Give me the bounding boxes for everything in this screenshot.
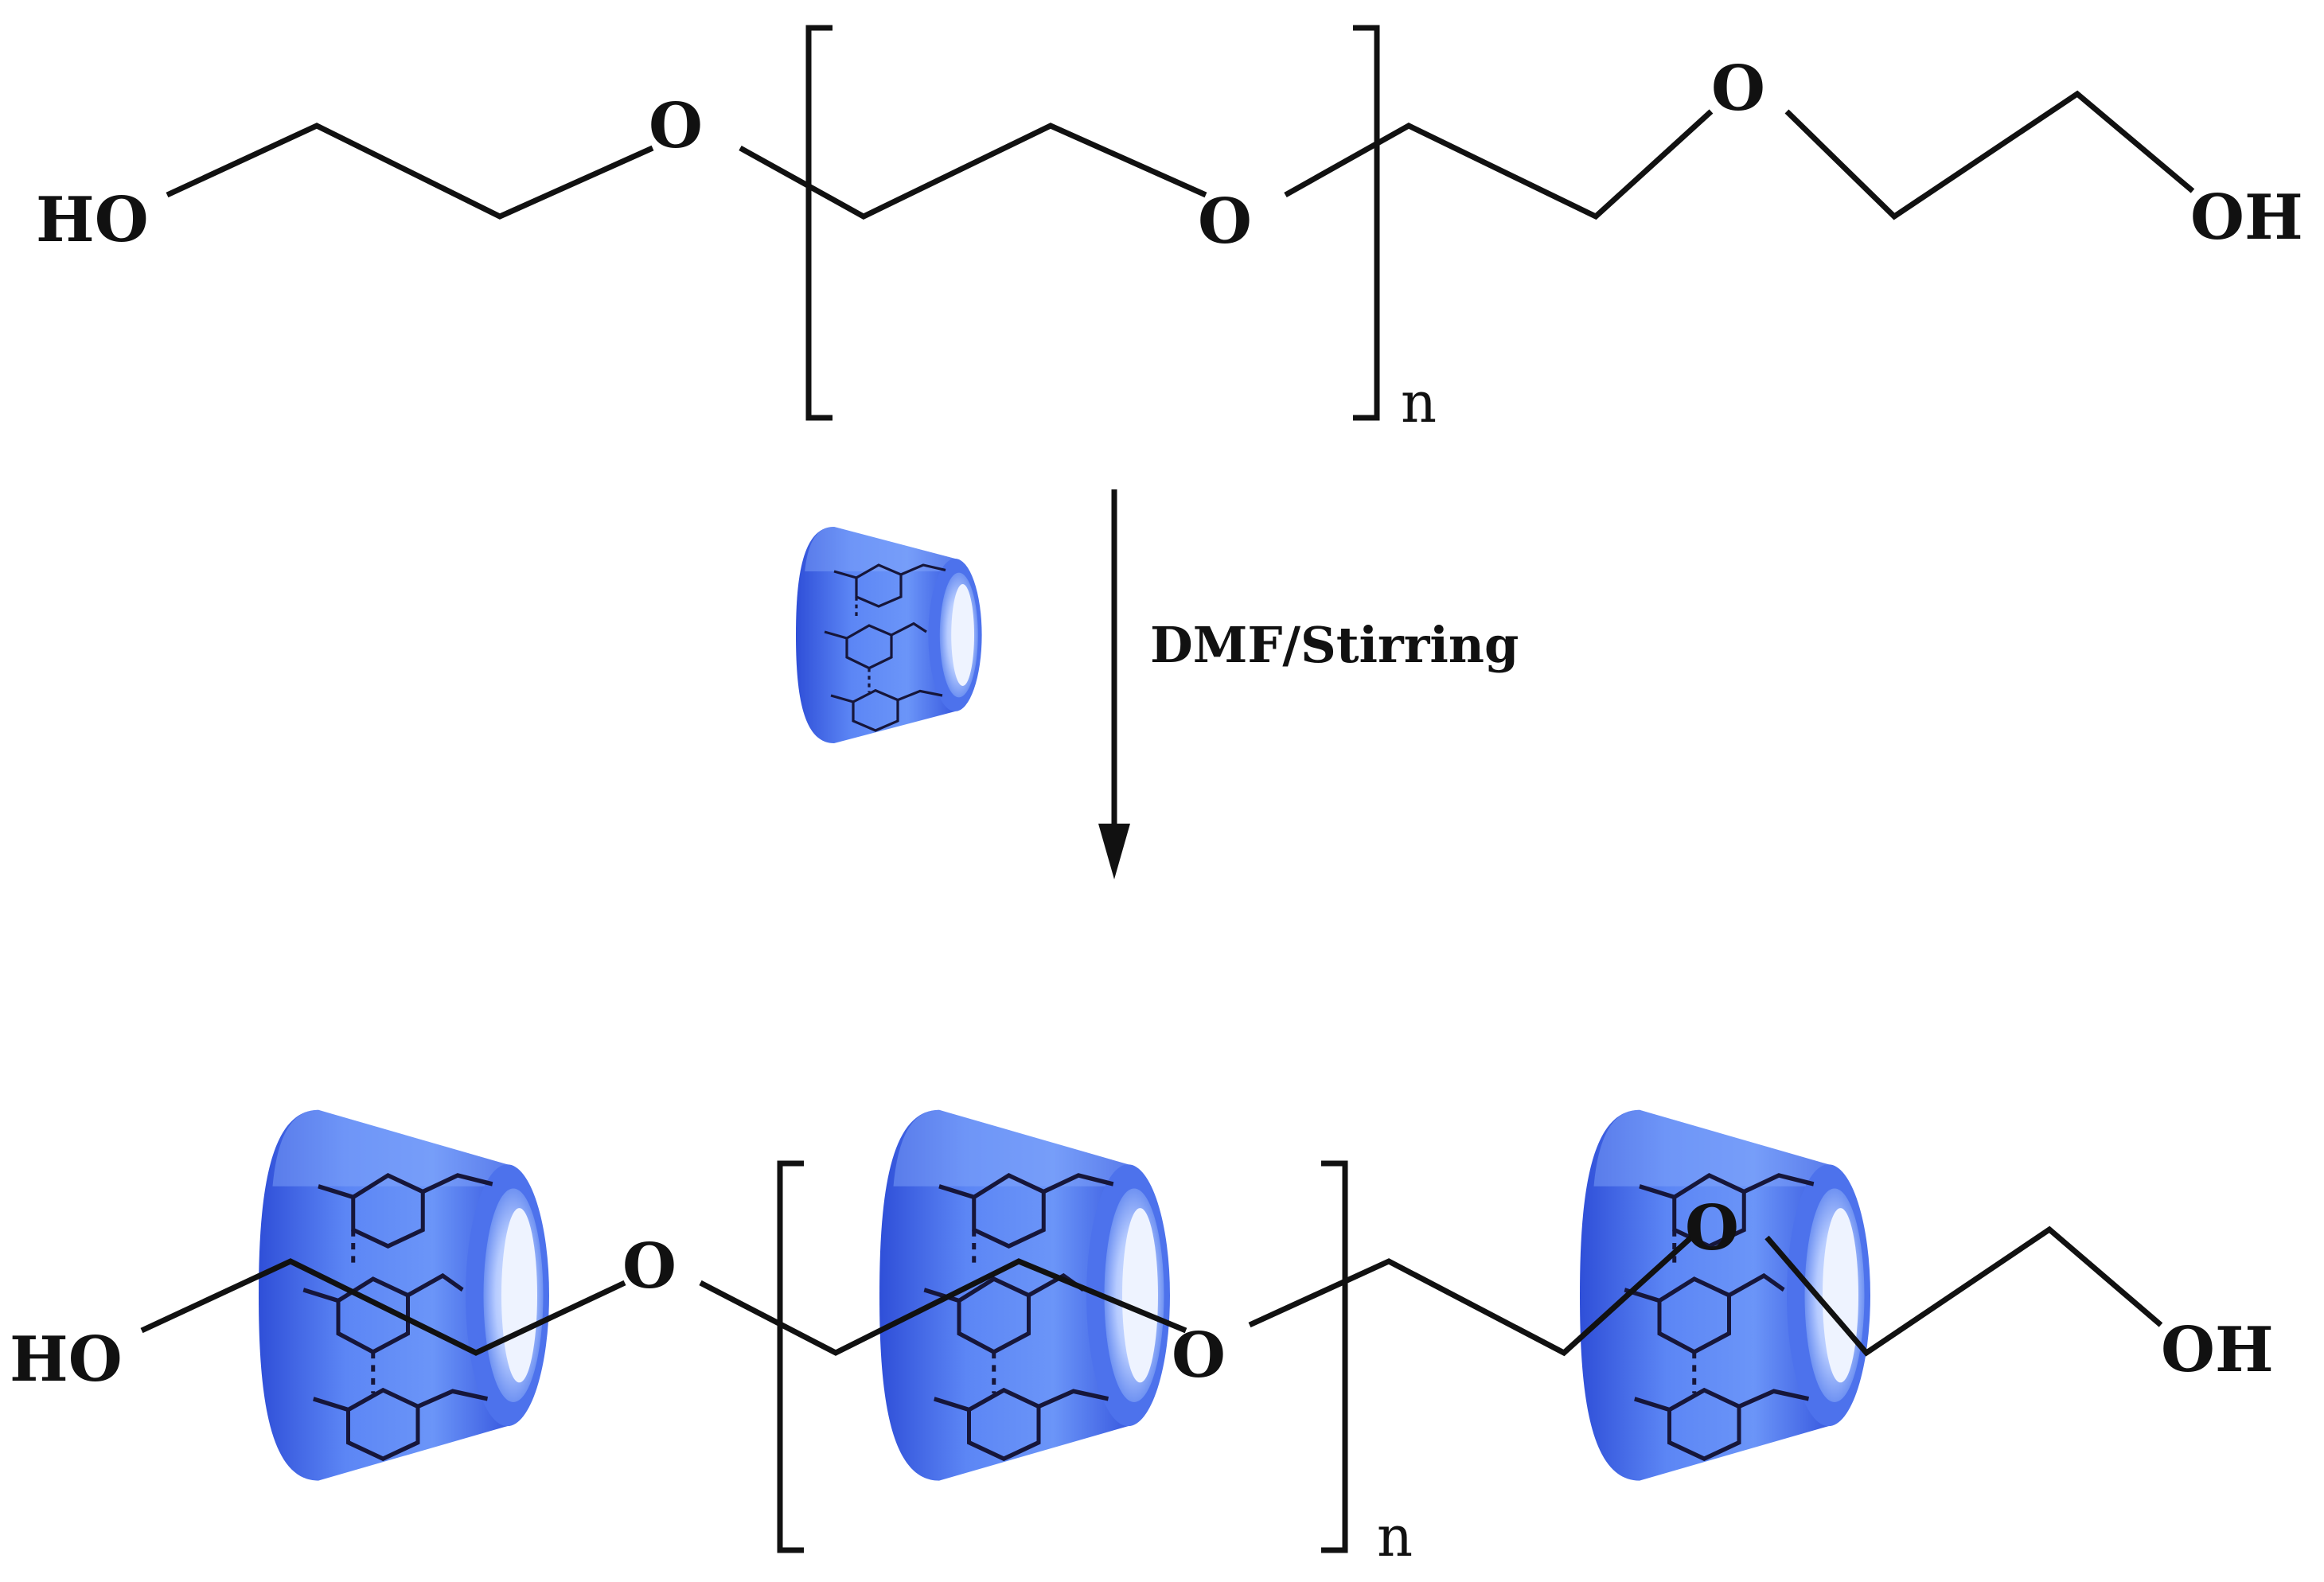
reactant-repeat-subscript: n — [1401, 370, 1437, 435]
product-inclusion-complex: HO O O O OH n — [10, 1110, 2274, 1569]
cyclodextrin-reagent-icon — [794, 525, 984, 745]
reactant-close-bracket — [1353, 25, 1380, 421]
cyclodextrin-ring-middle — [879, 1110, 1170, 1481]
reactant-peg-structure: HO O O O OH n — [36, 25, 2303, 435]
product-close-bracket — [1321, 1160, 1348, 1553]
reactant-ether-oxygen-2: O — [1198, 185, 1252, 258]
product-right-bonds — [1248, 1235, 1694, 1357]
reaction-arrow-head — [1098, 824, 1130, 879]
product-tail-bonds — [1764, 1225, 2163, 1357]
reactant-ether-oxygen-1: O — [649, 90, 703, 162]
product-left-hydroxyl-label: HO — [10, 1323, 123, 1396]
product-repeat-bonds — [699, 1258, 1187, 1356]
reactant-right-bonds — [1284, 109, 1714, 220]
product-ether-oxygen-1: O — [622, 1230, 677, 1303]
product-open-bracket — [777, 1160, 804, 1553]
reactant-left-bonds — [166, 123, 654, 220]
product-left-bonds — [140, 1258, 626, 1356]
product-ether-oxygen-3: O — [1685, 1192, 1739, 1264]
product-right-hydroxyl-label: OH — [2161, 1314, 2274, 1386]
reactant-right-hydroxyl-label: OH — [2190, 181, 2303, 254]
cyclodextrin-ring-left — [259, 1110, 549, 1481]
product-ether-oxygen-2: O — [1172, 1319, 1226, 1392]
reactant-left-hydroxyl-label: HO — [36, 184, 149, 256]
reactant-repeat-bonds — [739, 123, 1207, 220]
reaction-condition-label: DMF/Stirring — [1150, 616, 1519, 674]
reactant-open-bracket — [805, 25, 833, 421]
reactant-tail-bonds — [1784, 90, 2195, 220]
product-repeat-subscript: n — [1377, 1504, 1413, 1569]
reaction-step: DMF/Stirring — [794, 489, 1519, 879]
reactant-ether-oxygen-3: O — [1711, 53, 1765, 125]
